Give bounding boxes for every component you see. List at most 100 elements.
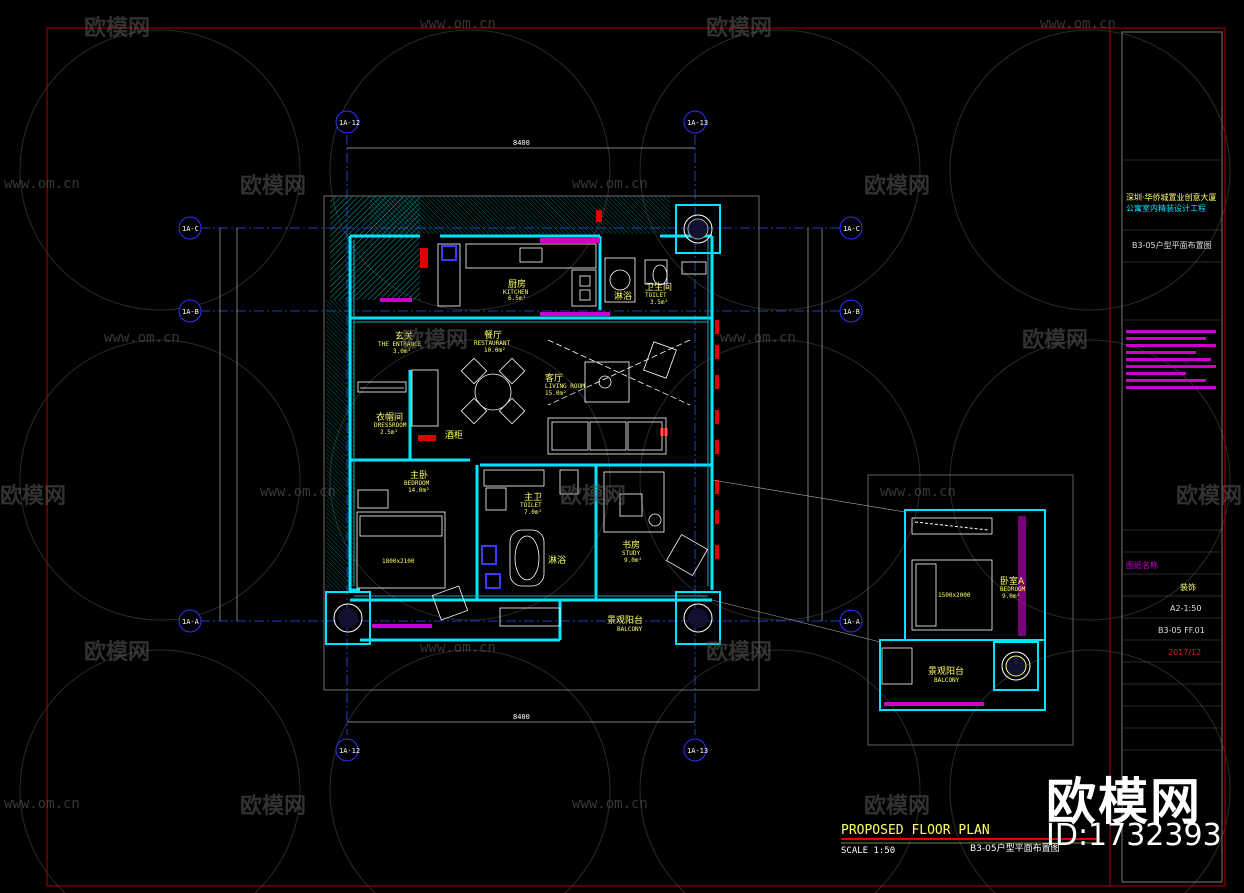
watermark-url: www.om.cn: [4, 176, 80, 192]
room-master-en: BEDROOM: [404, 480, 430, 487]
watermark-brand: 欧模网: [84, 16, 151, 41]
room-restaurant-area: 10.0m²: [484, 347, 506, 354]
inset-bedroom-en: BEDROOM: [1000, 586, 1026, 593]
room-balcony-cn: 景观阳台: [607, 614, 643, 626]
window-markers: [418, 210, 719, 559]
room-entrance-en: THE ENTRANCE: [378, 341, 422, 348]
room-restaurant-cn: 餐厅: [484, 329, 502, 341]
watermark-brand: 欧模网: [1176, 484, 1243, 509]
room-toilet1-en: TOILET: [645, 292, 667, 299]
dimension-labels: 8400 8400: [513, 139, 530, 721]
tb-design-unit: 图纸名称: [1126, 561, 1158, 570]
axis-left-a: 1A-A: [182, 618, 200, 626]
title-block-notes: [1126, 330, 1216, 389]
room-kitchen-area: 6.5m²: [508, 295, 526, 302]
room-toilet1-area: 3.5m²: [650, 299, 668, 306]
axis-right-a: 1A-A: [843, 618, 861, 626]
inset-bedroom-area: 9.0m²: [1002, 593, 1020, 600]
title-block-border: [1121, 31, 1223, 883]
axis-bubbles: 1A-12 1A-13 1A-12 1A-13 1A-C 1A-B 1A-A 1…: [178, 110, 863, 762]
watermark-url: www.om.cn: [420, 640, 496, 656]
room-study-area: 9.0m²: [624, 557, 642, 564]
inset-bed-size: 1500x2000: [938, 592, 971, 599]
watermark-logo: 欧模网: [1046, 773, 1202, 831]
watermark-id: ID:1732393: [1046, 818, 1222, 853]
watermark-url: www.om.cn: [720, 330, 796, 346]
watermark-brand: 欧模网: [1022, 328, 1089, 353]
tb-project-2: 公寓室内精装设计工程: [1126, 204, 1206, 213]
watermark-brand: 欧模网: [240, 794, 307, 819]
axis-left-c: 1A-C: [182, 225, 199, 233]
room-labels: 厨房 KITCHEN 6.5m² 卫生间 TOILET 3.5m² 淋浴 玄关 …: [374, 278, 672, 633]
watermark-brand: 欧模网: [560, 484, 627, 509]
tb-date: 2017/12: [1168, 648, 1202, 657]
room-shower1-cn: 淋浴: [614, 290, 632, 302]
room-balcony-en: BALCONY: [617, 626, 643, 633]
room-toilet1-cn: 卫生间: [645, 281, 672, 293]
watermark-brand: 欧模网: [84, 640, 151, 665]
watermark-url: www.om.cn: [420, 16, 496, 32]
dim-bottom-label: 8400: [513, 713, 530, 721]
tb-sheet-name: B3-05户型平面布置图: [1132, 241, 1212, 250]
room-kitchen-cn: 厨房: [508, 278, 526, 290]
watermark-brand: 欧模网: [864, 794, 931, 819]
watermark-url: www.om.cn: [260, 484, 336, 500]
dimension-lines: [219, 147, 823, 723]
room-living-area: 15.0m²: [545, 390, 567, 397]
axis-bottom-2: 1A-13: [687, 747, 708, 755]
watermark-url: www.om.cn: [1040, 16, 1116, 32]
axis-left-b: 1A-B: [182, 308, 199, 316]
watermark-arcs: [19, 29, 1231, 893]
watermark-url: www.om.cn: [880, 484, 956, 500]
axis-bottom-1: 1A-12: [339, 747, 360, 755]
tb-sheet-no: B3-05 FF.01: [1158, 626, 1205, 635]
watermark-brand: 欧模网: [240, 174, 307, 199]
fixtures: [372, 238, 610, 628]
room-entrance-cn: 玄关: [395, 330, 413, 342]
room-living-cn: 客厅: [545, 372, 563, 384]
room-restaurant-en: RESTAURANT: [474, 340, 511, 347]
room-entrance-area: 3.0m²: [393, 348, 411, 355]
dim-top-label: 8400: [513, 139, 530, 147]
structural-columns: [325, 204, 721, 645]
watermark-brand: 欧模网: [0, 484, 67, 509]
room-master-cn: 主卧: [410, 469, 428, 481]
watermark-brand: 欧模网: [402, 328, 469, 353]
watermark-url: www.om.cn: [572, 796, 648, 812]
axis-top-1: 1A-12: [339, 119, 360, 127]
inset-balcony-en: BALCONY: [934, 677, 960, 684]
watermark-brand: 欧模网: [864, 174, 931, 199]
title-block-rows: [1122, 159, 1222, 751]
watermark-url: www.om.cn: [572, 176, 648, 192]
room-dress-area: 2.5m²: [380, 429, 398, 436]
axis-right-b: 1A-B: [843, 308, 860, 316]
sheet-frame: [46, 27, 1226, 887]
room-dress-cn: 衣帽间: [376, 411, 403, 423]
room-toilet2-cn: 主卫: [524, 491, 542, 503]
room-kitchen-en: KITCHEN: [503, 289, 529, 296]
drawing-title-text: PROPOSED FLOOR PLAN: [841, 823, 990, 838]
room-dress-en: DRESSROOM: [374, 422, 407, 429]
room-study-en: STUDY: [622, 550, 640, 557]
axis-right-c: 1A-C: [843, 225, 860, 233]
room-living-en: LIVING ROOM: [545, 383, 585, 390]
inset-balcony-cn: 景观阳台: [928, 665, 964, 677]
watermark-url: www.om.cn: [104, 330, 180, 346]
tb-discipline: 装饰: [1180, 583, 1196, 592]
room-study-cn: 书房: [622, 539, 640, 551]
main-bed-size: 1800x2100: [382, 558, 415, 565]
inset-plan: 卧室A BEDROOM 9.0m² 景观阳台 BALCONY 1500x2000: [711, 474, 1074, 746]
room-winecab-cn: 酒柜: [445, 429, 463, 441]
tb-project-1: 深圳·华侨城置业创意大厦: [1126, 193, 1217, 202]
watermark-brand: 欧模网: [706, 16, 773, 41]
drawing-scale: SCALE 1:50: [841, 846, 895, 856]
room-toilet2-area: 7.0m²: [524, 509, 542, 516]
watermark-url: www.om.cn: [4, 796, 80, 812]
room-toilet2-en: TOILET: [520, 502, 542, 509]
drawing-title: PROPOSED FLOOR PLAN SCALE 1:50 B3-05户型平面…: [841, 823, 1100, 856]
watermark-brand: 欧模网: [706, 640, 773, 665]
furniture: [356, 243, 709, 627]
axis-top-2: 1A-13: [687, 119, 708, 127]
tb-scale: A2-1:50: [1170, 604, 1202, 613]
